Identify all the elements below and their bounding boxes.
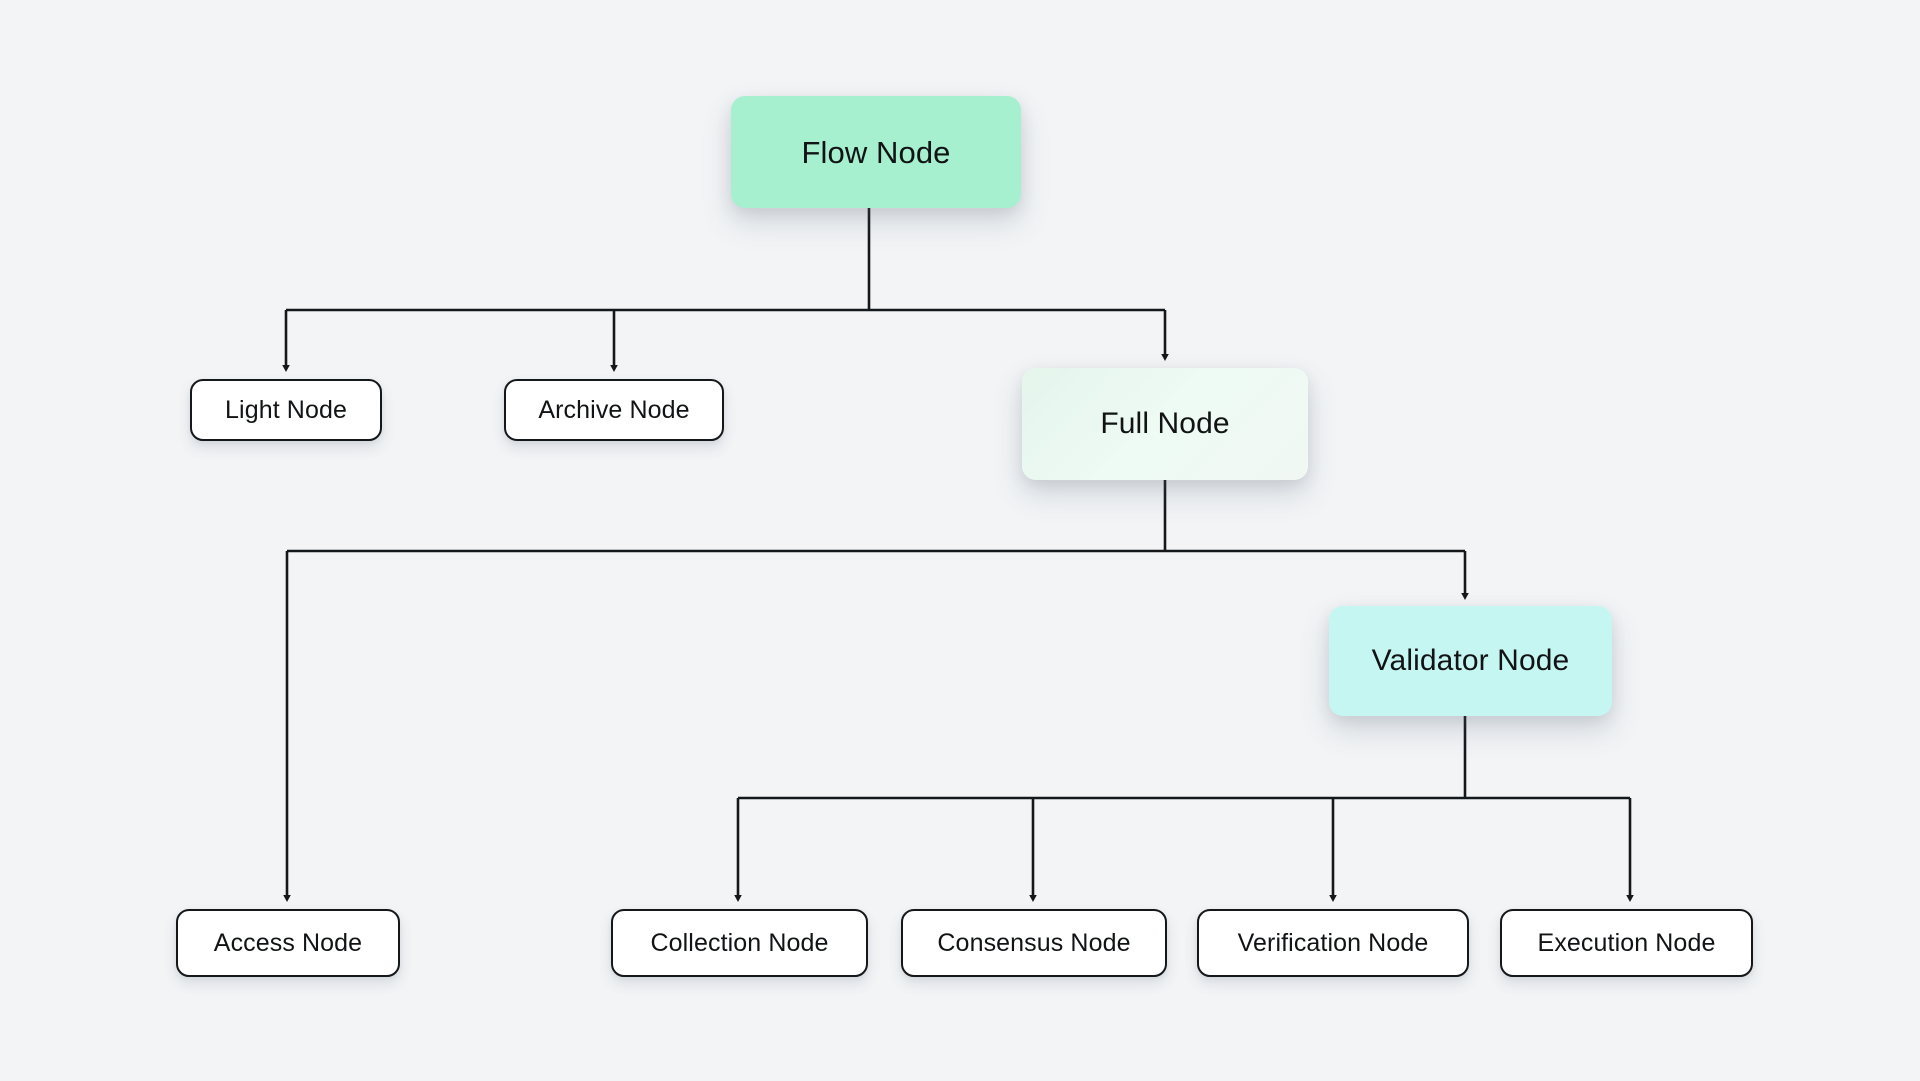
node-verification-node[interactable]: Verification Node bbox=[1197, 909, 1469, 977]
node-label: Access Node bbox=[213, 928, 363, 957]
node-archive-node[interactable]: Archive Node bbox=[504, 379, 724, 441]
node-consensus-node[interactable]: Consensus Node bbox=[901, 909, 1167, 977]
node-label: Light Node bbox=[225, 395, 347, 424]
node-label: Collection Node bbox=[650, 928, 829, 957]
node-label: Consensus Node bbox=[937, 928, 1131, 957]
node-full-node[interactable]: Full Node bbox=[1022, 368, 1308, 480]
node-validator-node[interactable]: Validator Node bbox=[1329, 606, 1612, 716]
node-collection-node[interactable]: Collection Node bbox=[611, 909, 868, 977]
node-flow-node[interactable]: Flow Node bbox=[731, 96, 1021, 208]
node-label: Flow Node bbox=[801, 134, 951, 170]
node-light-node[interactable]: Light Node bbox=[190, 379, 382, 441]
node-access-node[interactable]: Access Node bbox=[176, 909, 400, 977]
node-label: Archive Node bbox=[538, 395, 690, 424]
node-label: Execution Node bbox=[1537, 928, 1716, 957]
node-label: Full Node bbox=[1100, 407, 1230, 440]
node-label: Verification Node bbox=[1237, 928, 1429, 957]
node-label: Validator Node bbox=[1371, 644, 1570, 677]
node-execution-node[interactable]: Execution Node bbox=[1500, 909, 1753, 977]
